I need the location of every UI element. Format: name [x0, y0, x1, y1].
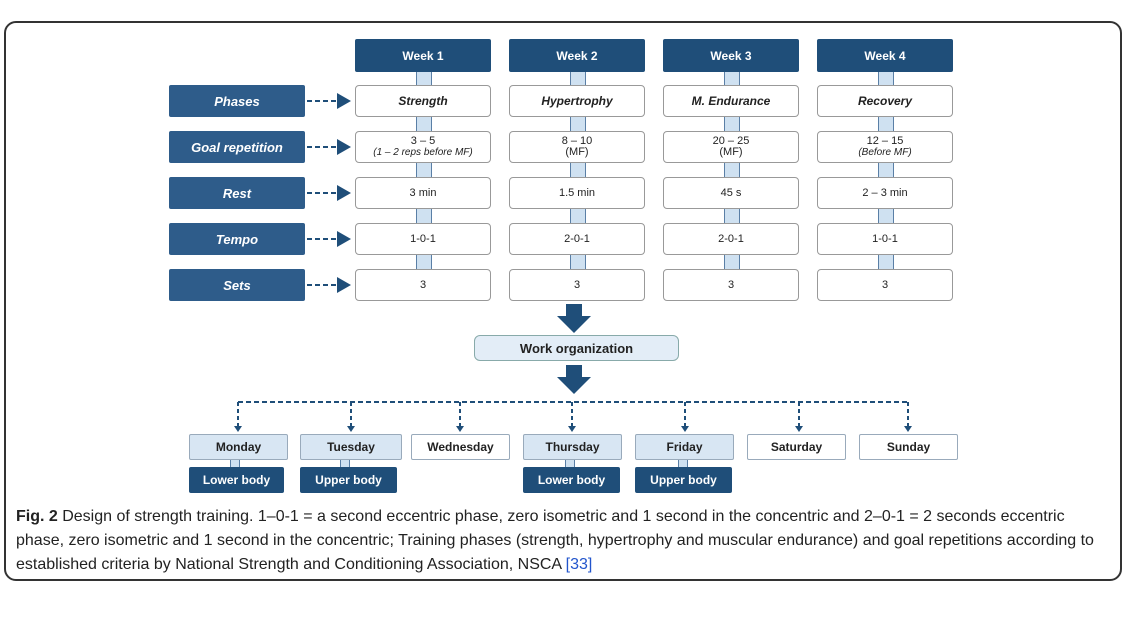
work-organization-box: Work organization	[474, 335, 679, 361]
week-column-connector	[416, 117, 432, 131]
day-session-connector	[565, 460, 575, 467]
row-label-rest: Rest	[169, 177, 305, 209]
session-monday: Lower body	[189, 467, 284, 493]
week-column-connector	[724, 72, 740, 85]
rest-cell-week-4: 2 – 3 min	[817, 177, 953, 209]
week-3-header: Week 3	[663, 39, 799, 72]
week-column-connector	[416, 72, 432, 85]
goal-cell-week-1: 3 – 5(1 – 2 reps before MF)	[355, 131, 491, 163]
week-column-connector	[878, 209, 894, 223]
phase-text: Strength	[398, 93, 448, 108]
phase-cell-week-4: Recovery	[817, 85, 953, 117]
week-column-connector	[724, 209, 740, 223]
session-friday: Upper body	[635, 467, 732, 493]
goal-sub: (1 – 2 reps before MF)	[373, 147, 473, 158]
day-friday: Friday	[635, 434, 734, 460]
rest-cell-week-2: 1.5 min	[509, 177, 645, 209]
day-wednesday: Wednesday	[411, 434, 510, 460]
day-session-connector	[340, 460, 350, 467]
week-column-connector	[570, 255, 586, 269]
week-column-connector	[724, 117, 740, 131]
day-session-connector	[230, 460, 240, 467]
row-label-goal-repetition: Goal repetition	[169, 131, 305, 163]
week-2-header: Week 2	[509, 39, 645, 72]
phase-cell-week-1: Strength	[355, 85, 491, 117]
sets-cell-week-3: 3	[663, 269, 799, 301]
goal-cell-week-3: 20 – 25(MF)	[663, 131, 799, 163]
goal-sub: (Before MF)	[858, 147, 912, 158]
caption-reference-link[interactable]: [33]	[565, 556, 593, 573]
down-arrow-icon	[557, 365, 591, 394]
tempo-cell-week-3: 2-0-1	[663, 223, 799, 255]
week-column-connector	[878, 72, 894, 85]
week-1-header: Week 1	[355, 39, 491, 72]
week-4-header: Week 4	[817, 39, 953, 72]
rest-cell-week-1: 3 min	[355, 177, 491, 209]
week-column-connector	[570, 117, 586, 131]
week-column-connector	[878, 255, 894, 269]
tempo-cell-week-4: 1-0-1	[817, 223, 953, 255]
week-column-connector	[724, 255, 740, 269]
day-session-connector	[678, 460, 688, 467]
row-arrows	[307, 93, 351, 293]
day-sunday: Sunday	[859, 434, 958, 460]
row-label-sets: Sets	[169, 269, 305, 301]
goal-main: 3 – 5	[410, 135, 436, 147]
row-label-tempo: Tempo	[169, 223, 305, 255]
goal-cell-week-2: 8 – 10(MF)	[509, 131, 645, 163]
down-arrow-icon	[557, 304, 591, 333]
day-distribution-lines	[234, 401, 912, 432]
phase-text: M. Endurance	[691, 93, 771, 108]
phase-text: Recovery	[857, 93, 913, 108]
goal-sub: (MF)	[565, 146, 589, 158]
goal-main: 8 – 10	[561, 135, 593, 147]
day-thursday: Thursday	[523, 434, 622, 460]
caption-text: Design of strength training. 1–0-1 = a s…	[16, 508, 1094, 573]
sets-cell-week-1: 3	[355, 269, 491, 301]
week-column-connector	[570, 209, 586, 223]
rest-cell-week-3: 45 s	[663, 177, 799, 209]
week-column-connector	[416, 255, 432, 269]
session-tuesday: Upper body	[300, 467, 397, 493]
sets-cell-week-4: 3	[817, 269, 953, 301]
tempo-cell-week-2: 2-0-1	[509, 223, 645, 255]
goal-sub: (MF)	[719, 146, 743, 158]
day-tuesday: Tuesday	[300, 434, 402, 460]
week-column-connector	[416, 209, 432, 223]
week-column-connector	[878, 117, 894, 131]
tempo-cell-week-1: 1-0-1	[355, 223, 491, 255]
week-column-connector	[416, 163, 432, 177]
phase-cell-week-2: Hypertrophy	[509, 85, 645, 117]
phase-cell-week-3: M. Endurance	[663, 85, 799, 117]
week-column-connector	[570, 163, 586, 177]
caption-label: Fig. 2	[16, 508, 58, 525]
week-column-connector	[724, 163, 740, 177]
week-column-connector	[570, 72, 586, 85]
sets-cell-week-2: 3	[509, 269, 645, 301]
goal-cell-week-4: 12 – 15(Before MF)	[817, 131, 953, 163]
row-label-phases: Phases	[169, 85, 305, 117]
day-monday: Monday	[189, 434, 288, 460]
session-thursday: Lower body	[523, 467, 620, 493]
week-column-connector	[878, 163, 894, 177]
figure-caption: Fig. 2 Design of strength training. 1–0-…	[16, 505, 1116, 577]
goal-main: 12 – 15	[866, 135, 904, 147]
day-saturday: Saturday	[747, 434, 846, 460]
phase-text: Hypertrophy	[541, 93, 613, 108]
goal-main: 20 – 25	[712, 135, 750, 147]
